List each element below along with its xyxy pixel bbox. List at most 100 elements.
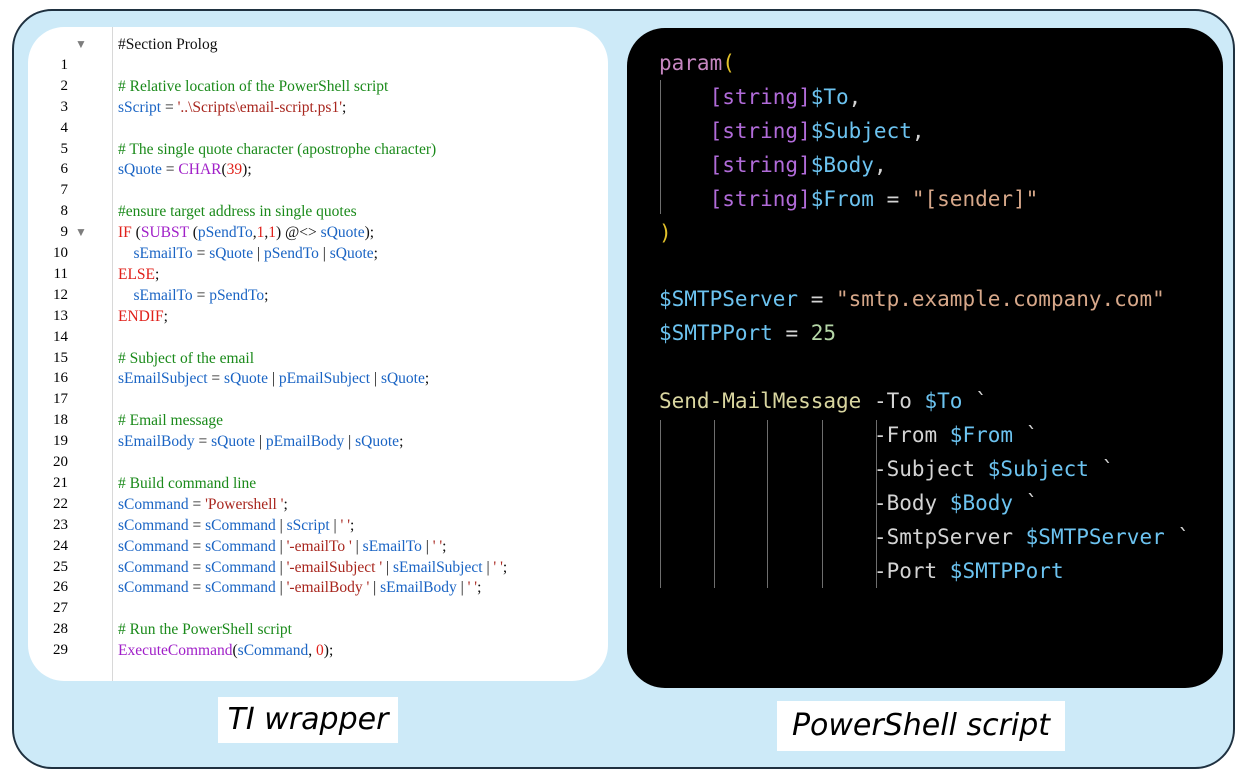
indent-guide — [767, 420, 768, 588]
code-token: ; — [350, 516, 355, 534]
code-token: = — [798, 287, 837, 311]
code-token: "smtp.example.company.com" — [836, 287, 1165, 311]
line-number: 14 — [53, 328, 68, 345]
code-text: # Subject of the email — [118, 348, 254, 369]
code-line: [string]$Body, — [659, 148, 887, 182]
line-number: 17 — [53, 391, 68, 408]
indent-guide — [822, 420, 823, 588]
code-token: $Subject — [987, 457, 1089, 481]
code-token: | — [267, 370, 279, 388]
line-number: 9 — [60, 224, 69, 241]
code-line: $SMTPServer = "smtp.example.company.com" — [659, 282, 1165, 316]
code-line: 21# Build command line — [28, 473, 608, 494]
code-token: IF — [118, 224, 132, 242]
gutter-divider — [112, 27, 113, 681]
code-token: sCommand — [118, 537, 189, 555]
code-token: = — [194, 433, 212, 451]
powershell-caption: PowerShell script — [777, 701, 1065, 751]
code-token: $SMTPPort — [659, 321, 773, 345]
code-line: [string]$From = "[sender]" — [659, 182, 1039, 216]
code-token: -SmtpServer — [659, 525, 1026, 549]
code-text: #ensure target address in single quotes — [118, 201, 357, 222]
code-token: [string] — [659, 187, 811, 211]
code-line: ▼#Section Prolog — [28, 34, 608, 55]
line-number: 10 — [53, 245, 68, 261]
indent-guide — [660, 420, 661, 588]
code-token: sScript — [286, 516, 330, 534]
code-token: sQuote — [224, 370, 268, 388]
code-token: $Body — [949, 491, 1014, 515]
line-number: 27 — [53, 600, 68, 617]
code-token: # Email message — [118, 412, 224, 430]
code-token: = — [188, 516, 206, 534]
code-token: pSendTo — [209, 286, 265, 304]
code-token: sCommand — [237, 642, 309, 660]
code-line: 1 — [28, 55, 608, 76]
code-token: = — [161, 98, 178, 116]
code-token: | — [253, 245, 264, 262]
code-token: -To — [861, 389, 925, 413]
indent-guide — [660, 80, 661, 214]
line-number: 20 — [53, 454, 68, 470]
code-token: sCommand — [205, 558, 276, 576]
code-token: '..\Scripts\email-script.ps1' — [177, 98, 343, 116]
line-number: 13 — [53, 307, 68, 324]
line-number: 26 — [53, 579, 68, 596]
code-token: pSendTo — [263, 245, 319, 262]
code-token: ENDIF — [118, 307, 164, 325]
code-token: $SMTPServer — [659, 287, 799, 311]
code-token: ` — [962, 389, 988, 413]
code-line: 10 sEmailTo = sQuote | pSendTo | sQuote; — [28, 243, 608, 264]
line-number: 16 — [53, 370, 68, 387]
code-text: sCommand = 'Powershell '; — [118, 494, 288, 515]
fold-arrow-icon[interactable]: ▼ — [75, 37, 87, 51]
code-token: # Relative location of the PowerShell sc… — [118, 77, 389, 95]
code-token: sCommand — [118, 579, 189, 597]
code-line: 27 — [28, 598, 608, 619]
code-line: 7 — [28, 180, 608, 201]
line-number: 25 — [53, 558, 68, 575]
code-text: sCommand = sCommand | sScript | ' '; — [118, 515, 354, 536]
code-token: ; — [342, 98, 347, 116]
code-token: sScript — [118, 98, 162, 116]
code-text: sEmailBody = sQuote | pEmailBody | sQuot… — [118, 431, 403, 452]
code-token: ` — [1088, 457, 1115, 481]
code-token: $To — [810, 85, 849, 109]
code-token: ) — [659, 221, 672, 245]
code-token: sQuote — [320, 224, 365, 242]
code-token: param — [659, 51, 723, 75]
code-token: -Port — [659, 559, 950, 583]
code-token: sEmailTo — [118, 245, 193, 262]
code-token: ' ' — [340, 516, 350, 534]
code-token: ); — [323, 642, 334, 660]
line-number: 18 — [53, 412, 68, 429]
code-line: -Subject $Subject ` — [659, 452, 1114, 486]
fold-arrow-icon[interactable]: ▼ — [75, 225, 87, 240]
code-token: '-emailTo ' — [286, 537, 352, 555]
code-token: = — [192, 245, 210, 262]
code-line: 26 sCommand = sCommand | '-emailBody ' | … — [28, 577, 608, 598]
code-token: ` — [1013, 491, 1039, 515]
code-token: 25 — [810, 321, 837, 345]
code-token: $Body — [810, 153, 874, 177]
code-token: pEmailBody — [265, 433, 345, 451]
code-token: ; — [424, 370, 430, 388]
code-line: [string]$Subject, — [659, 114, 925, 148]
line-number: 2 — [60, 77, 69, 94]
code-token: pSendTo — [197, 224, 253, 242]
code-token: = — [188, 558, 206, 576]
code-token: | — [329, 516, 341, 534]
code-text: sEmailTo = sQuote | pSendTo | sQuote; — [118, 243, 378, 264]
line-number: 4 — [60, 119, 69, 136]
code-token: = — [192, 286, 210, 304]
code-token: ; — [442, 537, 447, 555]
code-token: sEmailTo — [118, 286, 193, 304]
code-token: sCommand — [118, 495, 189, 513]
line-number: 21 — [53, 474, 68, 491]
code-token: ; — [283, 495, 288, 513]
code-line: $SMTPPort = 25 — [659, 316, 836, 350]
code-text: sCommand = sCommand | '-emailBody ' | sE… — [118, 577, 481, 598]
code-line: 4 — [28, 118, 608, 139]
